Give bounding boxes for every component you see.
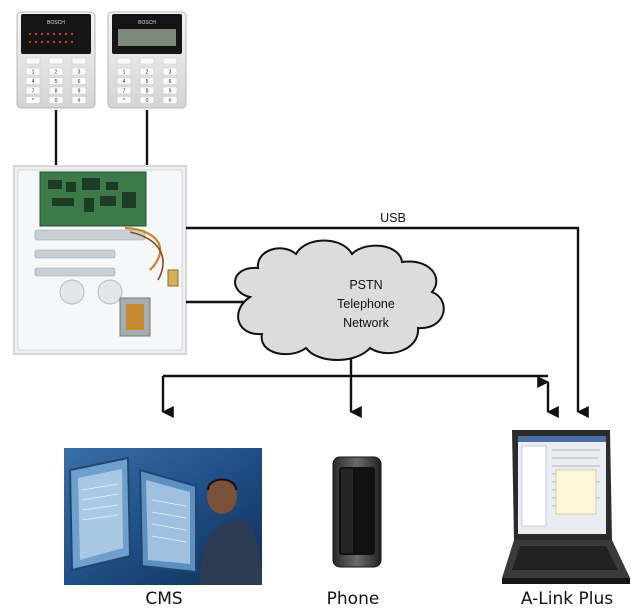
usb-connection-line (186, 226, 589, 418)
led-keypad-key-label: 8 (55, 89, 58, 95)
lcd-keypad-key (116, 67, 132, 76)
led-keypad-key (48, 77, 64, 85)
led-keypad-key (71, 86, 87, 95)
lcd-keypad-key-label: 0 (146, 98, 149, 104)
alink-plus-label: A-Link Plus (520, 589, 614, 609)
led-keypad-key-label: 9 (78, 89, 81, 95)
led-keypad-key (25, 77, 41, 85)
lcd-keypad-key-label: 9 (169, 89, 172, 95)
lcd-keypad-brand: BOSCH (138, 20, 156, 26)
lcd-keypad-key (116, 96, 132, 104)
lcd-keypad-key (139, 77, 155, 85)
lcd-keypad-key (162, 67, 178, 76)
lcd-keypad-key (162, 96, 178, 104)
led-keypad-key-label: * (32, 98, 34, 104)
usb-label: USB (380, 211, 406, 225)
led-keypad-key (71, 96, 87, 104)
led-keypad-key-label: 7 (32, 89, 35, 95)
network-line-2: Telephone (337, 297, 395, 311)
led-keypad-icon: BOSCH 1 2 3 4 5 6 7 8 9 * 0 # (16, 11, 96, 109)
lcd-keypad-key (139, 86, 155, 95)
lcd-keypad-key (139, 67, 155, 76)
network-line-1: PSTN (349, 278, 382, 292)
led-keypad-key (25, 96, 41, 104)
lcd-keypad-key-label: 3 (169, 70, 172, 76)
led-keypad-key-label: 2 (55, 70, 58, 76)
lcd-keypad-key-label: # (169, 98, 172, 104)
phone-label: Phone (326, 589, 380, 609)
operator-monitors-photo (64, 448, 262, 585)
led-keypad-key-label: 4 (32, 79, 35, 85)
lcd-keypad-key-label: 4 (123, 79, 126, 85)
lcd-keypad-key (116, 77, 132, 85)
led-keypad-key (71, 77, 87, 85)
mobile-phone-icon (332, 456, 382, 568)
led-keypad-key (48, 96, 64, 104)
lcd-keypad-key-label: 8 (146, 89, 149, 95)
led-keypad-key (25, 67, 41, 76)
lcd-keypad-key-label: * (123, 98, 125, 104)
lcd-keypad-key (139, 96, 155, 104)
lcd-keypad-key-label: 2 (146, 70, 149, 76)
led-keypad-key-label: 5 (55, 79, 58, 85)
lcd-keypad-icon: BOSCH 1 2 3 4 5 6 7 8 9 * 0 # (107, 11, 187, 109)
led-keypad-key-label: 1 (32, 70, 35, 76)
cms-label: CMS (145, 589, 183, 609)
led-keypad-key (48, 86, 64, 95)
led-keypad-key (71, 67, 87, 76)
lcd-keypad-key-label: 5 (146, 79, 149, 85)
led-keypad-brand: BOSCH (47, 20, 65, 26)
led-keypad-key-label: # (78, 98, 81, 104)
led-keypad-key-label: 6 (78, 79, 81, 85)
cloud-icon: PSTN Telephone Network (234, 239, 445, 361)
led-keypad-key-label: 0 (55, 98, 58, 104)
lcd-keypad-key-label: 6 (169, 79, 172, 85)
led-keypad-key-label: 3 (78, 70, 81, 76)
lcd-keypad-key (162, 77, 178, 85)
network-line-3: Network (343, 316, 390, 330)
led-keypad-key (25, 86, 41, 95)
lcd-keypad-key-label: 7 (123, 89, 126, 95)
laptop-icon (502, 430, 630, 584)
lcd-keypad-key (116, 86, 132, 95)
lcd-keypad-key (162, 86, 178, 95)
led-keypad-key (48, 67, 64, 76)
control-panel-icon (13, 165, 187, 355)
lcd-keypad-key-label: 1 (123, 70, 126, 76)
